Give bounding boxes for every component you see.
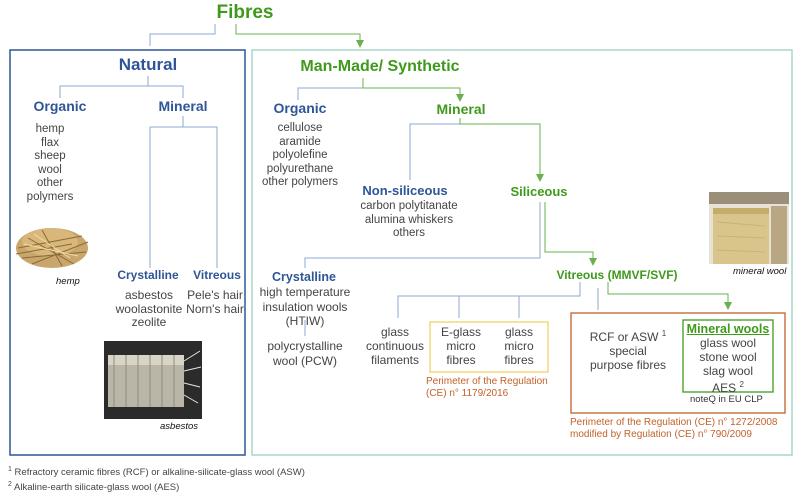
natural-crystalline-title: Crystalline [117,268,179,282]
regulation-1272-box [570,312,786,414]
natural-vitreous-title: Vitreous [193,268,241,282]
list-item: Norn's hair [186,301,244,316]
list-item: stone wool [699,350,757,364]
hemp-photo [12,208,92,274]
list-item: asbestos [124,288,174,302]
list-item: woolastonite [115,301,183,316]
list-item: micro [446,339,476,353]
list-item: purpose fibres [589,358,667,372]
diagram-title: Fibres [216,2,274,23]
list-item: RCF or ASW 1 [589,329,667,344]
list-item: slag wool [702,364,754,378]
list-item: others [393,227,425,239]
asbestos-photo [104,341,202,419]
manmade-mineral-title: Mineral [436,101,486,117]
regulation-1179-note: Perimeter of the Regulation (CE) n° 1179… [426,376,548,399]
manmade-crystalline-list: high temperature insulation wools (HTIW) [250,285,360,329]
list-item: wool [38,163,62,176]
mineral-wools-box [682,319,774,393]
list-item: fibres [446,353,476,367]
manmade-vitreous-title: Vitreous (MMVF/SVF) [556,268,678,282]
rcf-list: RCF or ASW 1 special purpose fibres [576,327,680,372]
glass-filaments: glass continuous filaments [360,325,430,367]
regulation-1272-note: Perimeter of the Regulation (CE) n° 1272… [570,417,778,440]
list-item: alumina whiskers [364,213,454,226]
list-item: Pele's hair [187,288,243,302]
list-item: fibres [504,353,534,367]
natural-crystalline-list: asbestos woolastonite zeolite [104,288,194,330]
manmade-organic-list: cellulose aramide polyolefine polyuretha… [252,122,348,190]
manmade-organic-title: Organic [273,100,327,116]
list-item: polycrystalline [267,339,343,353]
list-item: continuous [365,339,425,353]
regulation-1179-box [429,321,549,373]
list-item: special [609,344,647,358]
hemp-caption: hemp [56,276,80,287]
mineral-wool-caption: mineral wool [733,266,787,277]
footnotes: 1 Refractory ceramic fibres (RCF) or alk… [8,464,305,494]
footnote-mark: 1 [661,329,667,338]
list-item: other [36,177,64,189]
list-item: glass [504,325,533,339]
list-item: flax [41,136,59,149]
manmade-crystalline-title: Crystalline [272,270,336,284]
list-item: AES 2 [712,380,744,395]
list-item: glass wool [699,336,757,350]
manmade-title: Man-Made/ Synthetic [300,58,460,75]
natural-vitreous-list: Pele's hair Norn's hair [180,288,250,316]
siliceous-title: Siliceous [510,184,568,199]
list-item: micro [504,339,534,353]
list-item: zeolite [131,315,167,329]
footnote: 1 Refractory ceramic fibres (RCF) or alk… [8,466,305,479]
natural-box [9,49,246,456]
mineral-wool-photo [709,192,789,264]
list-item: filaments [370,353,420,367]
nonsiliceous-list: carbon polytitanate alumina whiskers oth… [350,200,468,241]
asbestos-caption: asbestos [160,421,199,432]
natural-title: Natural [118,55,178,74]
glass-micro-fibres: glass micro fibres [492,325,546,367]
list-item: polymers [26,190,74,203]
footnote: 2 Alkaline-earth silicate-glass wool (AE… [8,481,180,494]
footnote-mark: 2 [739,380,744,389]
natural-mineral-title: Mineral [158,98,208,114]
list-item: E-glass [440,325,481,339]
list-item: high temperature [259,285,351,299]
list-item: aramide [279,135,321,148]
natural-organic-title: Organic [33,98,87,114]
list-item: carbon polytitanate [360,200,458,212]
list-item: wool (PCW) [272,353,337,368]
list-item: cellulose [277,122,323,134]
list-item: (HTIW) [285,314,325,328]
natural-organic-list: hemp flax sheep wool other polymers [20,123,80,204]
nonsiliceous-title: Non-siliceous [362,183,448,198]
list-item: glass [380,325,409,339]
eglass-fibres: E-glass micro fibres [434,325,488,367]
manmade-box [251,49,793,456]
mineral-wools-title: Mineral wools [686,322,770,336]
pcw-list: polycrystalline wool (PCW) [255,339,355,368]
list-item: hemp [35,123,65,135]
list-item: sheep [34,150,66,162]
list-item: polyolefine [272,149,328,161]
mineral-wools: Mineral wools glass wool stone wool slag… [684,322,772,395]
list-item: other polymers [261,176,339,188]
list-item: polyurethane [266,162,334,175]
list-item: insulation wools [262,299,348,314]
clp-note: noteQ in EU CLP [690,394,763,405]
